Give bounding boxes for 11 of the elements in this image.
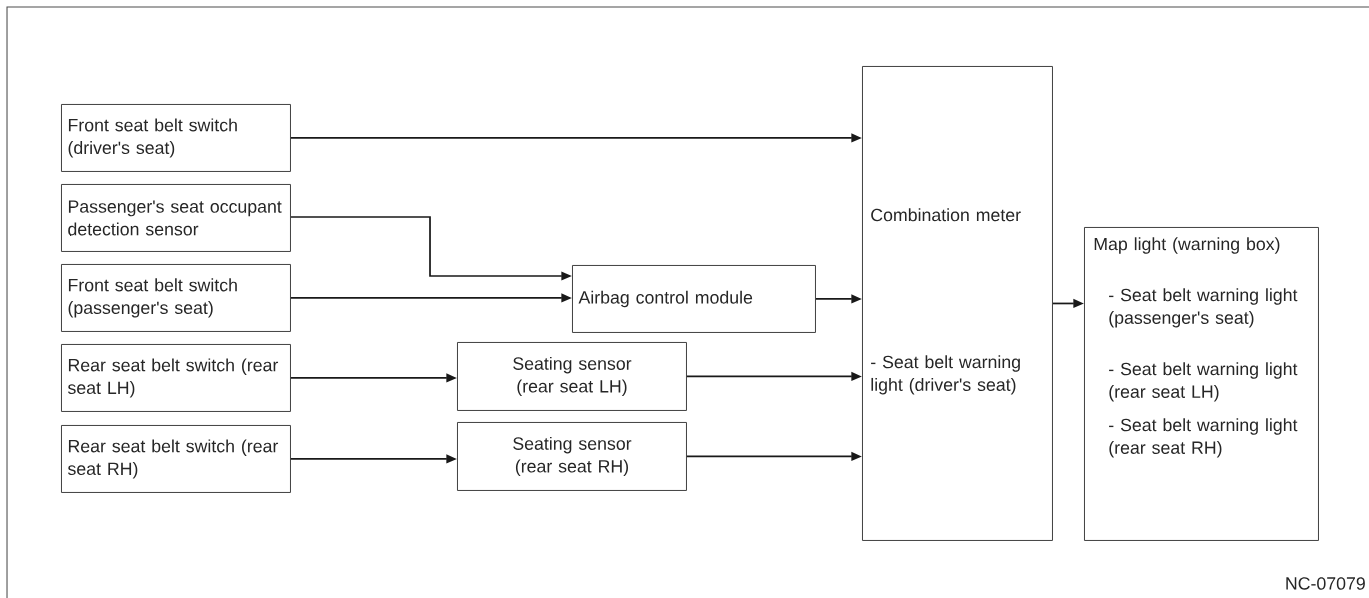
map-light-box: Map light (warning box) - Seat belt warning light (passenger's seat) - Seat belt warning light (rear seat LH) - Seat belt warning light (rear seat RH) — [1084, 227, 1319, 541]
switch-box: Rear seat belt switch (rear seat LH) — [61, 344, 291, 412]
meter-box: Combination meter - Seat belt warning light (driver's seat) — [862, 66, 1053, 541]
switch-box: Front seat belt switch (driver's seat) — [61, 104, 291, 172]
figure-code: NC-07079 — [1286, 577, 1365, 590]
module-box: Airbag control module — [572, 265, 816, 333]
switch-box: Rear seat belt switch (rear seat RH) — [61, 425, 291, 493]
sensor-box: Passenger's seat occupant detection sensor — [61, 184, 291, 252]
switch-box: Front seat belt switch (passenger's seat) — [61, 264, 291, 332]
sensor-box: Seating sensor (rear seat LH) — [457, 342, 687, 411]
sensor-box: Seating sensor (rear seat RH) — [457, 422, 687, 491]
